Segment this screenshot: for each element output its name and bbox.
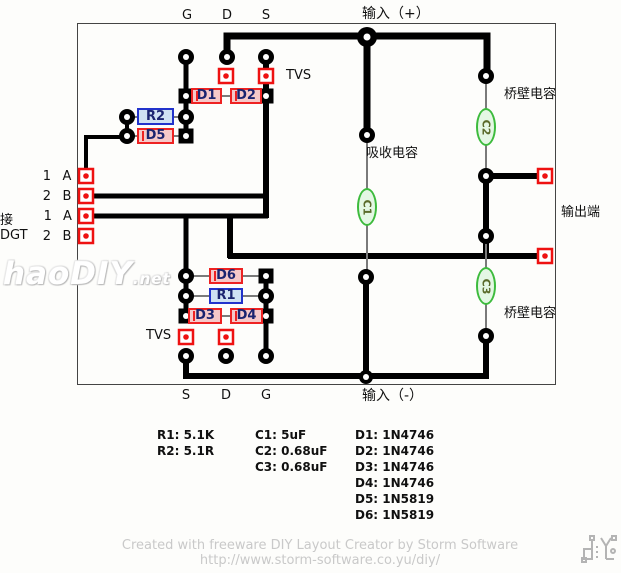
- diode-d2: D2: [230, 88, 262, 104]
- connector-number: 2: [42, 229, 51, 244]
- pin-label-s-top: S: [261, 8, 271, 23]
- cathode-stripe: [142, 131, 144, 141]
- part-item: D5: 1N5819: [355, 492, 435, 506]
- resistor-r1-label: R1: [216, 288, 236, 303]
- bridge-cap-label-top: 桥壁电容: [504, 87, 557, 102]
- part-item: R1: 5.1K: [157, 428, 215, 442]
- footer-url: http://www.storm-software.co.yu/diy/: [199, 553, 441, 568]
- pin-label-s-bottom: S: [181, 388, 191, 403]
- part-item: D6: 1N5819: [355, 508, 435, 522]
- watermark-suffix: .net: [133, 270, 171, 288]
- part-item: D1: 1N4746: [355, 428, 435, 442]
- round-pads: [119, 27, 494, 384]
- part-item: D3: 1N4746: [355, 460, 435, 474]
- bridge-cap-label-bottom: 桥壁电容: [504, 306, 557, 321]
- capacitor-c2: C2: [476, 108, 496, 146]
- pin-label-g-bottom: G: [260, 388, 272, 403]
- diode-d2-label: D2: [236, 88, 256, 103]
- capacitor-c2-label: C2: [479, 119, 493, 135]
- footer-credit: Created with freeware DIY Layout Creator…: [0, 538, 621, 568]
- connector-number: 1: [42, 169, 51, 184]
- resistor-r1: R1: [209, 288, 243, 304]
- diode-d1: D1: [191, 88, 222, 104]
- watermark: haoDIY.net: [3, 256, 171, 292]
- capacitor-c3-label: C3: [479, 278, 493, 294]
- diode-d3-label: D3: [195, 308, 215, 323]
- parts-list-resistors: R1: 5.1K R2: 5.1R: [157, 427, 214, 459]
- cathode-stripe: [196, 91, 198, 101]
- input-positive-label: 输入（+）: [362, 6, 430, 22]
- capacitor-c1-label: C1: [360, 199, 374, 215]
- tvs-label-bottom: TVS: [146, 328, 172, 343]
- cathode-stripe: [214, 271, 216, 281]
- diode-d5: D5: [137, 128, 174, 144]
- output-terminal-label: 输出端: [561, 205, 601, 220]
- diy-logo-icon: [581, 535, 617, 563]
- connector-number: 2: [42, 189, 51, 204]
- cathode-stripe: [235, 91, 237, 101]
- copper-traces: [84, 32, 545, 379]
- part-item: C2: 0.68uF: [255, 444, 328, 458]
- diode-d4: D4: [230, 308, 263, 324]
- diode-d6-label: D6: [216, 268, 236, 283]
- watermark-main: haoDIY: [3, 256, 133, 292]
- resistor-r2-label: R2: [145, 108, 166, 124]
- connector-prefix: 接DGT: [0, 213, 28, 243]
- pin-label-d-bottom: D: [220, 388, 231, 403]
- diode-d5-label: D5: [145, 128, 166, 143]
- pin-label-d-top: D: [221, 8, 232, 23]
- capacitor-c3: C3: [476, 267, 496, 305]
- parts-list-diodes: D1: 1N4746 D2: 1N4746 D3: 1N4746 D4: 1N4…: [355, 427, 434, 523]
- connector-letter: A: [62, 169, 72, 184]
- capacitor-c1: C1: [357, 188, 377, 226]
- part-item: D2: 1N4746: [355, 444, 435, 458]
- absorb-cap-label: 吸收电容: [366, 146, 419, 161]
- cathode-stripe: [235, 311, 237, 321]
- red-terminal-pads: [77, 67, 554, 346]
- resistor-r2: R2: [137, 108, 174, 125]
- connector-number: 1: [43, 209, 52, 224]
- diode-d3: D3: [188, 308, 222, 324]
- pin-label-g-top: G: [181, 8, 193, 23]
- connector-letter: B: [62, 189, 72, 204]
- part-item: D4: 1N4746: [355, 476, 435, 490]
- connector-letter: B: [62, 229, 72, 244]
- diode-d1-label: D1: [196, 88, 217, 103]
- footer-line1: Created with freeware DIY Layout Creator…: [121, 538, 519, 553]
- connector-letter: A: [62, 209, 72, 224]
- part-item: R2: 5.1R: [157, 444, 215, 458]
- input-negative-label: 输入（-）: [362, 388, 424, 404]
- part-item: C1: 5uF: [255, 428, 307, 442]
- tvs-label-top: TVS: [286, 68, 312, 83]
- part-item: C3: 0.68uF: [255, 460, 328, 474]
- diode-d6: D6: [209, 268, 243, 284]
- cathode-stripe: [193, 311, 195, 321]
- board-outline: [77, 23, 556, 385]
- parts-list-capacitors: C1: 5uF C2: 0.68uF C3: 0.68uF: [255, 427, 327, 475]
- diode-d4-label: D4: [236, 308, 257, 323]
